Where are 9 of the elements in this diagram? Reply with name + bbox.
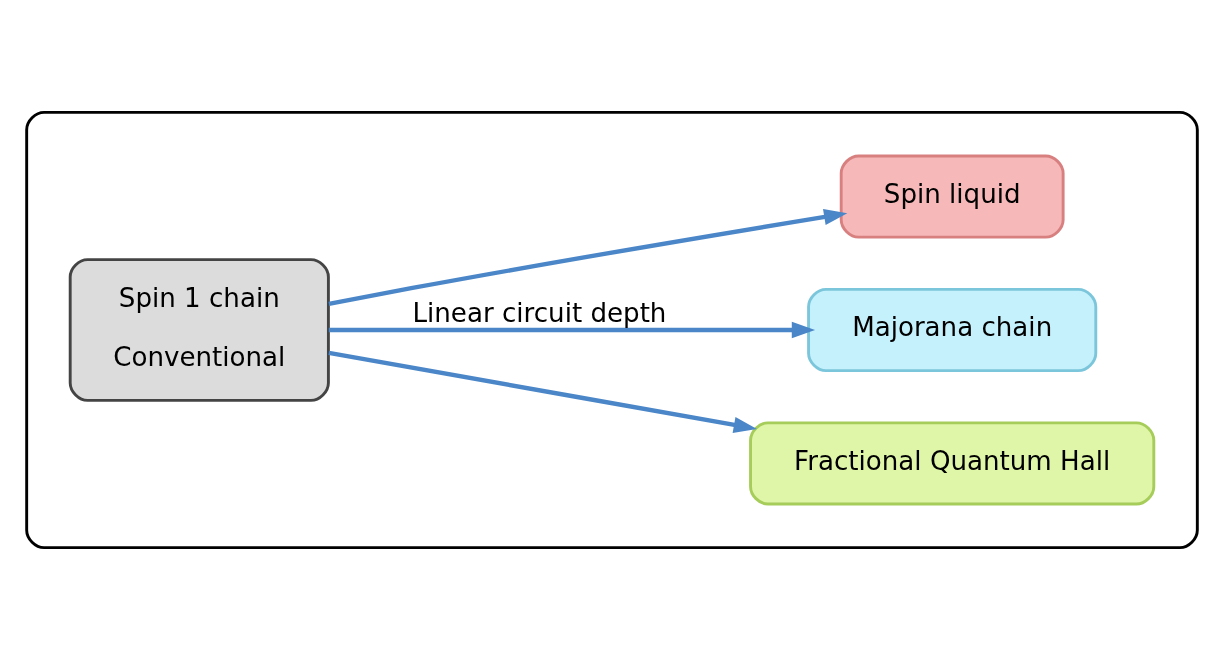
edge-label: Linear circuit depth xyxy=(412,297,667,328)
arrow xyxy=(328,208,848,306)
node-box: Majorana chain xyxy=(807,287,1098,372)
arrow xyxy=(328,321,816,338)
cluster xyxy=(25,110,1199,549)
node-box: Fractional Quantum Hall xyxy=(749,420,1156,505)
arrow xyxy=(328,350,757,433)
node-box: Spin 1 chain Conventional xyxy=(68,257,330,402)
node-box: Spin liquid xyxy=(839,154,1065,239)
